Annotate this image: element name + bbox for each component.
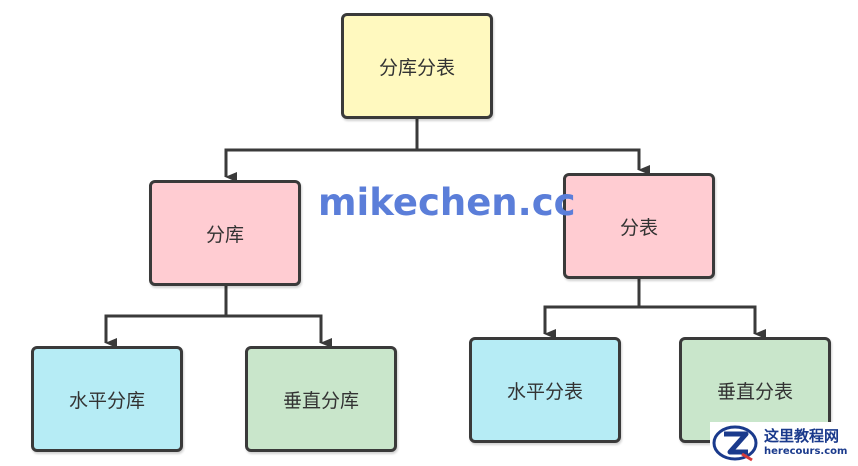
connector-db-to-horizontal-db bbox=[104, 286, 228, 348]
node-sharding[interactable]: 分库分表 bbox=[341, 13, 493, 119]
z-logo-icon bbox=[712, 425, 758, 462]
node-vertical-database-sharding-label: 垂直分库 bbox=[282, 389, 359, 412]
node-database-sharding[interactable]: 分库 bbox=[149, 180, 301, 286]
node-horizontal-table-sharding-label: 水平分表 bbox=[506, 380, 583, 403]
node-database-sharding-label: 分库 bbox=[205, 223, 244, 246]
node-horizontal-database-sharding-label: 水平分库 bbox=[68, 389, 145, 412]
node-horizontal-table-sharding[interactable]: 水平分表 bbox=[469, 337, 621, 443]
connector-table-to-vertical-table bbox=[639, 305, 766, 339]
connector-root-to-db bbox=[224, 119, 419, 182]
node-horizontal-database-sharding[interactable]: 水平分库 bbox=[31, 346, 183, 452]
node-table-sharding-label: 分表 bbox=[619, 216, 658, 239]
brand-name: 这里教程网 bbox=[764, 427, 840, 445]
connector-table-to-horizontal-table bbox=[543, 279, 641, 339]
watermark-text: mikechen.cc bbox=[318, 181, 576, 224]
brand-url: herecours.com bbox=[764, 446, 848, 457]
connector-db-to-vertical-db bbox=[226, 314, 332, 348]
node-vertical-table-sharding-label: 垂直分表 bbox=[716, 380, 793, 403]
node-vertical-database-sharding[interactable]: 垂直分库 bbox=[245, 346, 397, 452]
node-table-sharding[interactable]: 分表 bbox=[563, 173, 715, 279]
brand-badge: 这里教程网 herecours.com bbox=[710, 422, 858, 466]
connector-root-to-table bbox=[417, 148, 650, 175]
node-sharding-label: 分库分表 bbox=[378, 56, 455, 79]
